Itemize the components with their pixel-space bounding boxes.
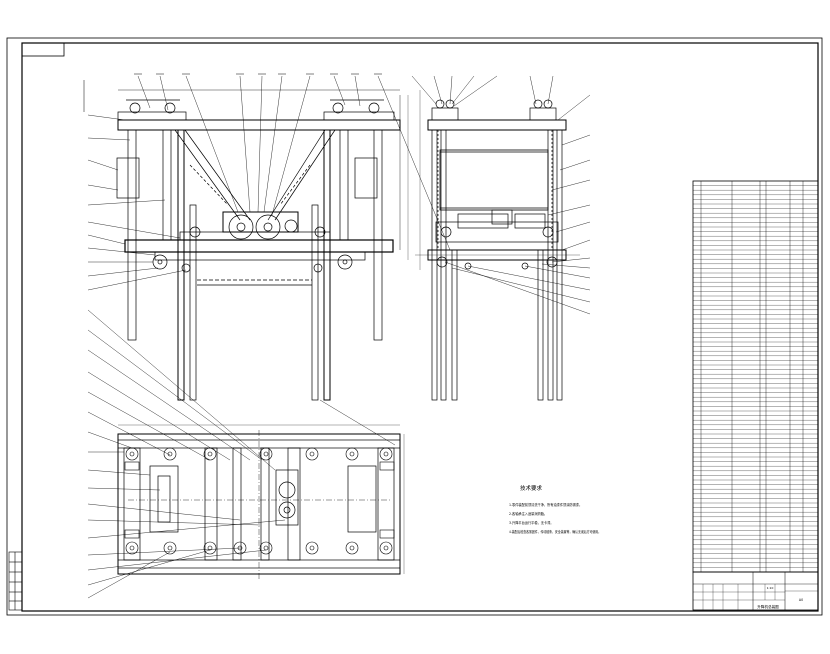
technical-notes: 技术要求 1.零件装配前须清洗干净，所有油漆件须涂防锈漆。 2.各轴承注入适量润… bbox=[509, 484, 601, 534]
side-view-leaders bbox=[411, 75, 591, 315]
drawing-scale: 1:10 bbox=[767, 586, 774, 590]
front-view-leaders bbox=[87, 75, 451, 291]
notes-line-2: 2.各轴承注入适量润滑脂。 bbox=[509, 511, 547, 516]
top-view bbox=[117, 430, 401, 580]
side-view bbox=[415, 90, 580, 401]
notes-line-3: 3.升降平台运行平稳，无卡滞。 bbox=[509, 520, 553, 525]
drawing-sheet-size: A0 bbox=[799, 598, 803, 602]
title-block: 升降机总装图 1:10 A0 bbox=[692, 571, 819, 611]
drawing-name: 升降机总装图 bbox=[757, 604, 779, 609]
margin-revision-block bbox=[8, 551, 23, 611]
top-view-sprockets bbox=[118, 424, 405, 574]
notes-line-1: 1.零件装配前须清洗干净，所有油漆件须涂防锈漆。 bbox=[509, 502, 582, 507]
parts-list-rows bbox=[693, 185, 818, 568]
front-view-balloon-ticks bbox=[83, 73, 382, 112]
top-view-leaders bbox=[87, 309, 396, 599]
notes-title: 技术要求 bbox=[520, 484, 543, 492]
parts-list-table bbox=[692, 180, 819, 573]
front-view bbox=[116, 89, 409, 401]
notes-line-4: 4.装配后检查各紧固件，传动链条，安全装置等，确认无误后方可使用。 bbox=[509, 529, 601, 534]
sheet-border bbox=[6, 37, 823, 616]
